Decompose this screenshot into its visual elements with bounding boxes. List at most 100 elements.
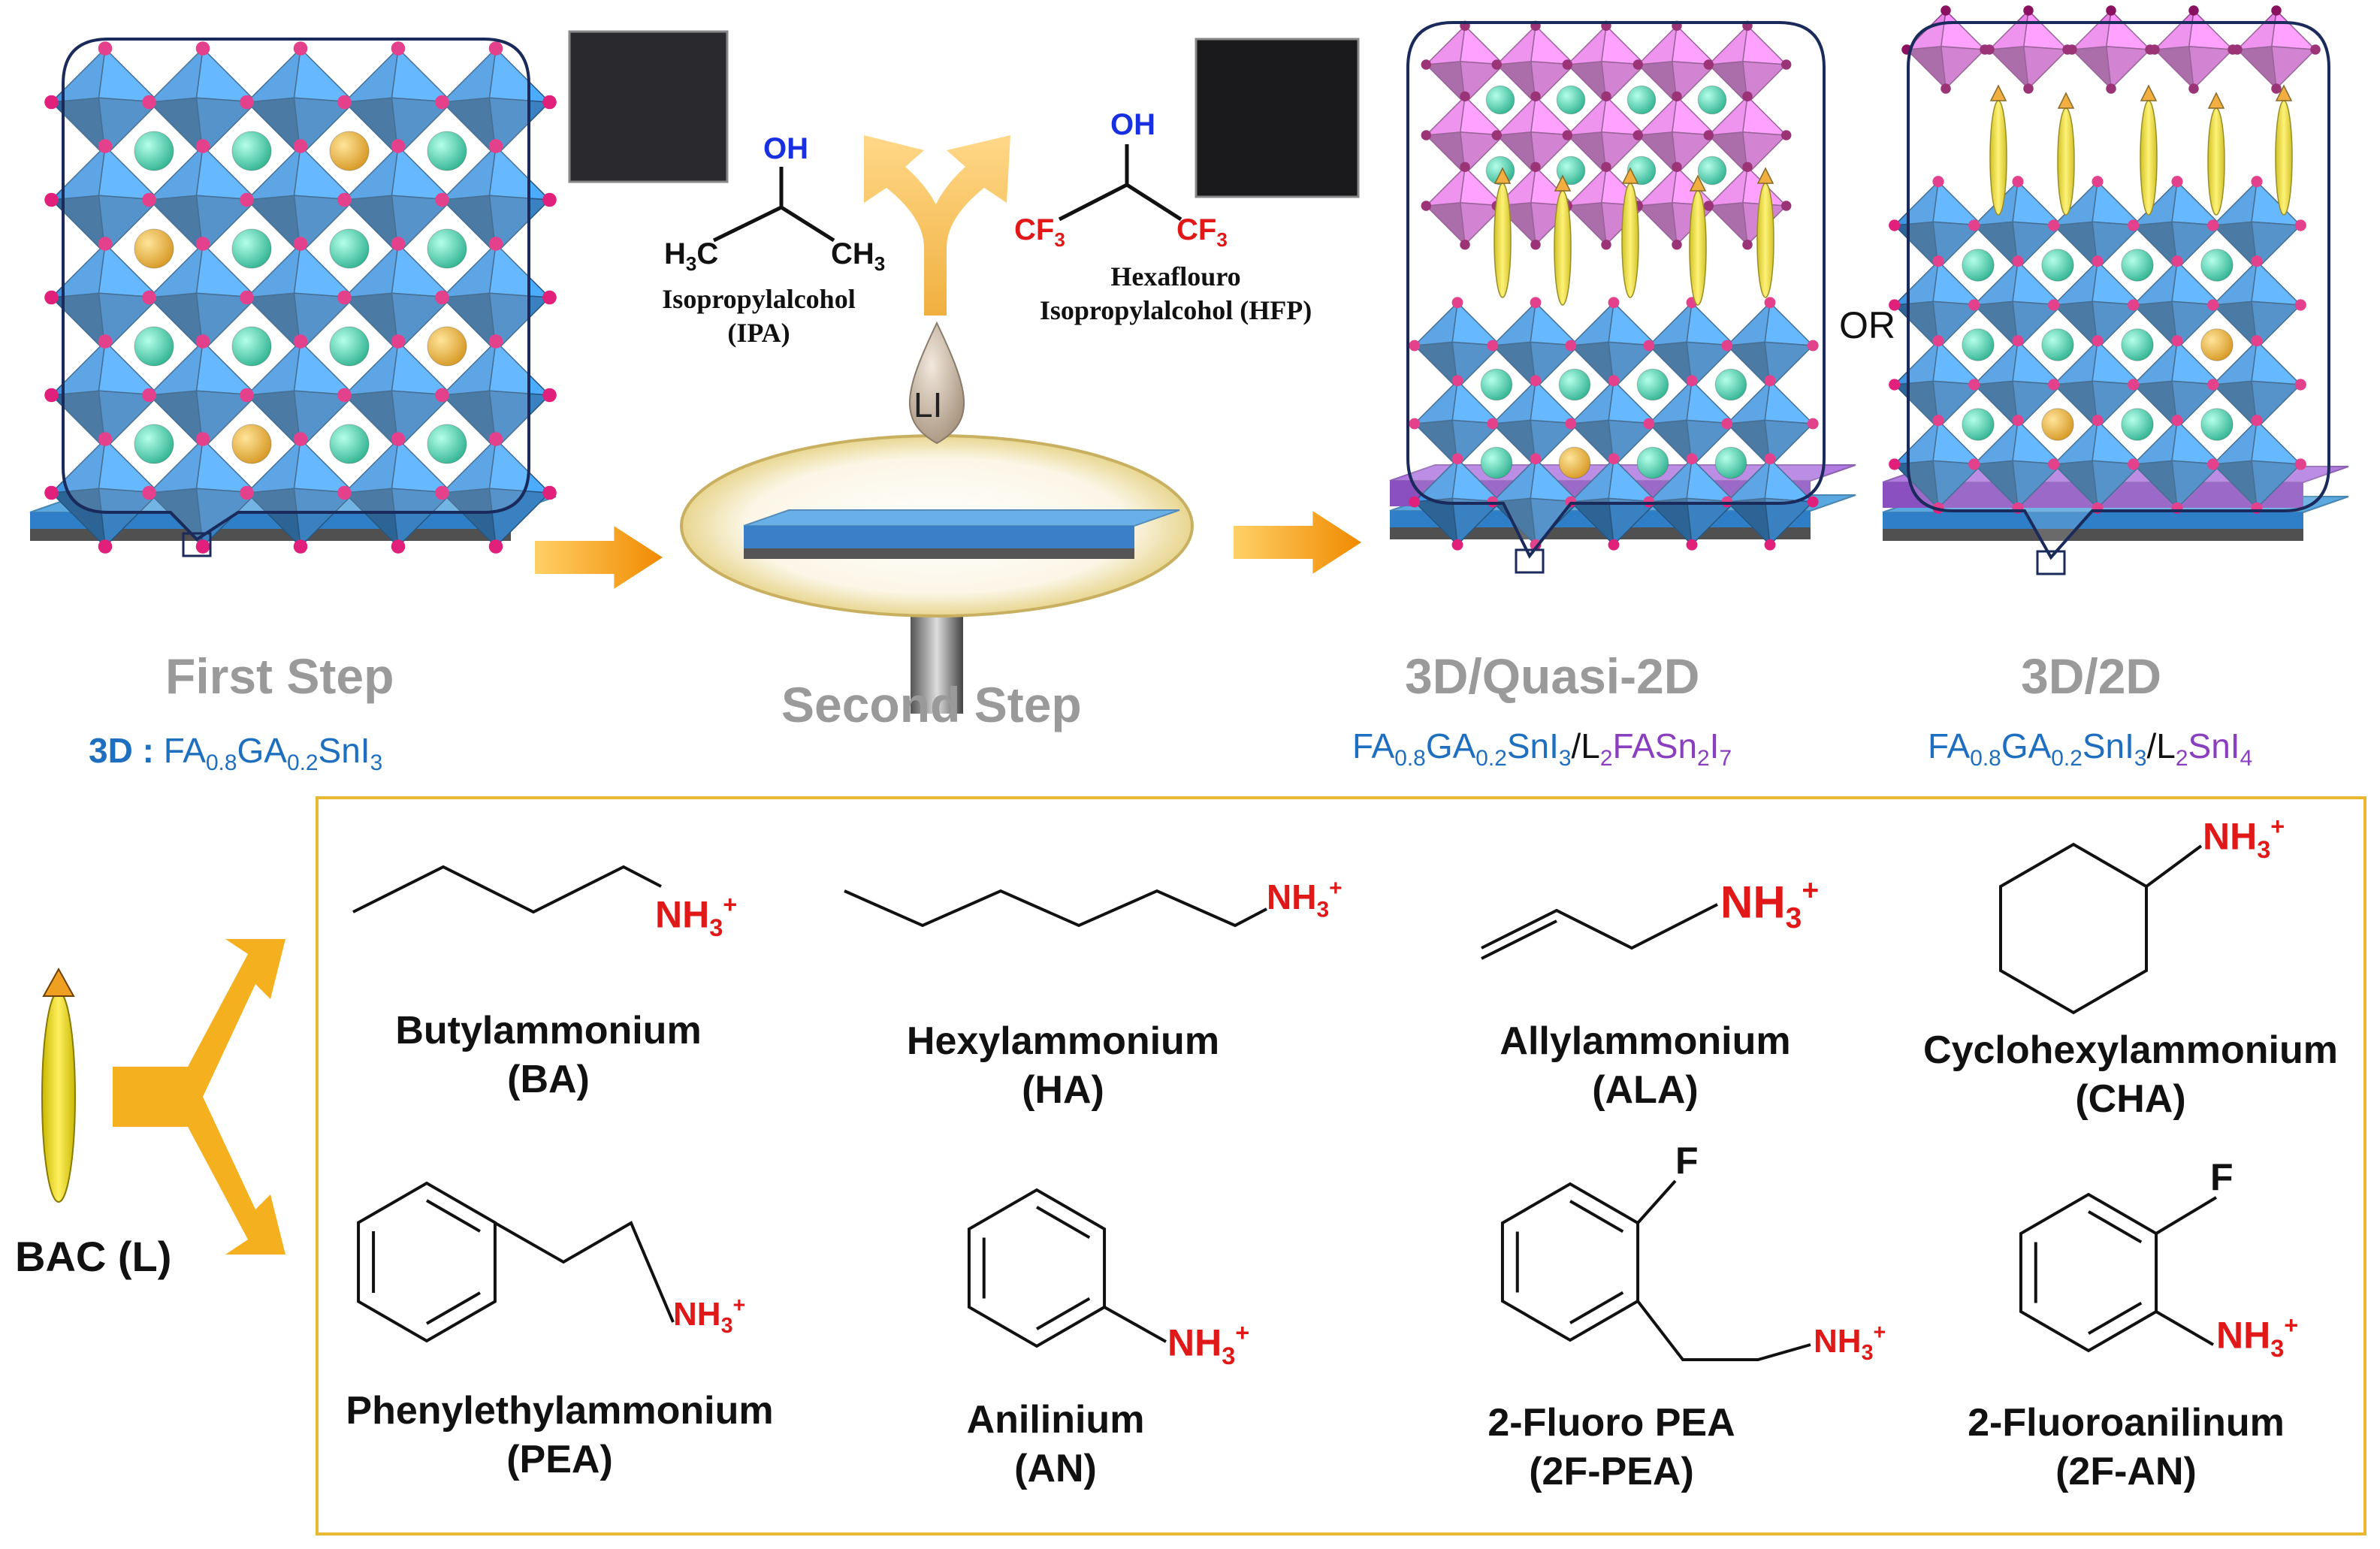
octahedron-face bbox=[1725, 457, 1771, 503]
fa-cation bbox=[329, 228, 370, 269]
iodide-atom bbox=[142, 290, 156, 305]
fa-cation bbox=[2041, 249, 2074, 282]
2f-pea-skeleton bbox=[1500, 1182, 1640, 1342]
iodide-atom bbox=[98, 41, 113, 56]
iodide-atom bbox=[98, 139, 113, 153]
fa-cation bbox=[2041, 328, 2074, 361]
octahedron-face bbox=[1412, 300, 1459, 346]
iodide-atom bbox=[2171, 415, 2183, 427]
iodide-atom bbox=[435, 192, 449, 207]
octahedron-face bbox=[2211, 180, 2258, 226]
iodide-atom bbox=[44, 388, 59, 403]
iodide-atom bbox=[1565, 418, 1577, 430]
hfp-oh: OH bbox=[1110, 108, 1155, 141]
iodide-atom bbox=[2048, 458, 2060, 470]
iodide-atom bbox=[2092, 335, 2104, 347]
octahedron-face bbox=[1491, 379, 1537, 424]
iodide-atom bbox=[2207, 219, 2219, 231]
iodide-atom bbox=[391, 139, 406, 153]
iodide-atom bbox=[98, 237, 113, 251]
fa-cation bbox=[1558, 368, 1591, 401]
octahedron-face bbox=[1647, 379, 1693, 424]
an-skeleton-ring bbox=[967, 1188, 1107, 1348]
fa-cation bbox=[1962, 249, 1995, 282]
fa-cation bbox=[134, 131, 174, 171]
iodide-atom bbox=[1460, 162, 1470, 173]
octahedron-face bbox=[1707, 24, 1749, 65]
2f-an-skeleton-double-bond bbox=[2088, 1210, 2143, 1244]
callout-zoom-box bbox=[1515, 548, 1545, 574]
iodide-atom bbox=[1889, 219, 1901, 231]
iodide-atom bbox=[1686, 539, 1698, 551]
arrow-step-1 bbox=[535, 526, 663, 589]
iodide-atom bbox=[1601, 239, 1611, 250]
iodide-atom bbox=[1672, 162, 1682, 173]
octahedron-face bbox=[147, 47, 204, 103]
iodide-atom bbox=[1932, 176, 1944, 188]
cation-name-an: Anilinium(AN) bbox=[966, 1398, 1145, 1490]
octahedron-face bbox=[1495, 24, 1537, 65]
octahedron-face bbox=[1972, 339, 2019, 385]
iodide-atom bbox=[1932, 415, 1944, 427]
ammonium-pea: NH3+ bbox=[673, 1294, 746, 1339]
iodide-atom bbox=[293, 539, 308, 554]
ga-cation bbox=[427, 326, 467, 367]
iodide-atom bbox=[1686, 453, 1698, 465]
iodide-atom bbox=[1764, 453, 1776, 465]
fa-cation bbox=[231, 131, 272, 171]
octahedron-face bbox=[147, 144, 204, 201]
iodide-atom bbox=[1643, 418, 1655, 430]
iodide-atom bbox=[2128, 219, 2140, 231]
ipa-right-group: CH3 bbox=[831, 237, 886, 276]
iodide-atom bbox=[435, 95, 449, 110]
iodide-atom bbox=[293, 237, 308, 251]
iodide-atom bbox=[2171, 335, 2183, 347]
bac-split-arrow bbox=[113, 939, 285, 1255]
iodide-atom bbox=[435, 290, 449, 305]
fa-cation bbox=[427, 424, 467, 464]
octahedron-face bbox=[245, 437, 302, 494]
iodide-atom bbox=[98, 539, 113, 554]
iodide-atom bbox=[2251, 335, 2263, 347]
iodide-atom bbox=[542, 95, 557, 110]
iodide-atom bbox=[435, 388, 449, 403]
iodide-atom bbox=[1530, 453, 1542, 465]
an-skeleton bbox=[967, 1188, 1107, 1348]
octahedron-face bbox=[343, 340, 400, 396]
octahedron-face bbox=[50, 47, 107, 103]
formula-prefix: 3D : bbox=[89, 731, 154, 770]
iodide-atom bbox=[2048, 299, 2060, 311]
iodide-atom bbox=[391, 432, 406, 446]
ala-double-bond bbox=[1481, 919, 1557, 960]
iodide-atom bbox=[2023, 5, 2034, 16]
iodide-atom bbox=[1968, 219, 1980, 231]
pea-skeleton-ring bbox=[357, 1181, 497, 1343]
octahedron-face bbox=[1892, 180, 1940, 226]
cation-name-2f-an: 2-Fluoroanilinum(2F-AN) bbox=[1968, 1401, 2285, 1493]
iodide-atom bbox=[1421, 130, 1432, 140]
iodide-atom bbox=[2251, 255, 2263, 267]
pea-skeleton-double-bond bbox=[425, 1291, 481, 1325]
iodide-atom bbox=[1409, 496, 1421, 508]
spacer-head bbox=[1554, 174, 1572, 192]
iodide-atom bbox=[1807, 340, 1819, 352]
iodide-atom bbox=[2271, 83, 2282, 94]
iodide-atom bbox=[1686, 375, 1698, 387]
octahedron-face bbox=[147, 437, 204, 494]
iodide-atom bbox=[142, 95, 156, 110]
iodide-atom bbox=[195, 432, 210, 446]
iodide-atom bbox=[2171, 176, 2183, 188]
octahedron-face bbox=[440, 144, 497, 201]
iodide-atom bbox=[337, 388, 352, 403]
iodide-atom bbox=[195, 334, 210, 349]
octahedron-face bbox=[2052, 339, 2099, 385]
iodide-atom bbox=[2067, 44, 2077, 55]
iodide-atom bbox=[1451, 297, 1463, 309]
ammonium-ba: NH3+ bbox=[655, 891, 738, 941]
callout-zoom-box bbox=[2036, 550, 2066, 575]
octahedron-face bbox=[1491, 300, 1537, 346]
iodide-atom bbox=[2294, 379, 2306, 391]
iodide-atom bbox=[1742, 91, 1753, 102]
iodide-atom bbox=[488, 237, 503, 251]
octahedron-face bbox=[2131, 418, 2179, 465]
